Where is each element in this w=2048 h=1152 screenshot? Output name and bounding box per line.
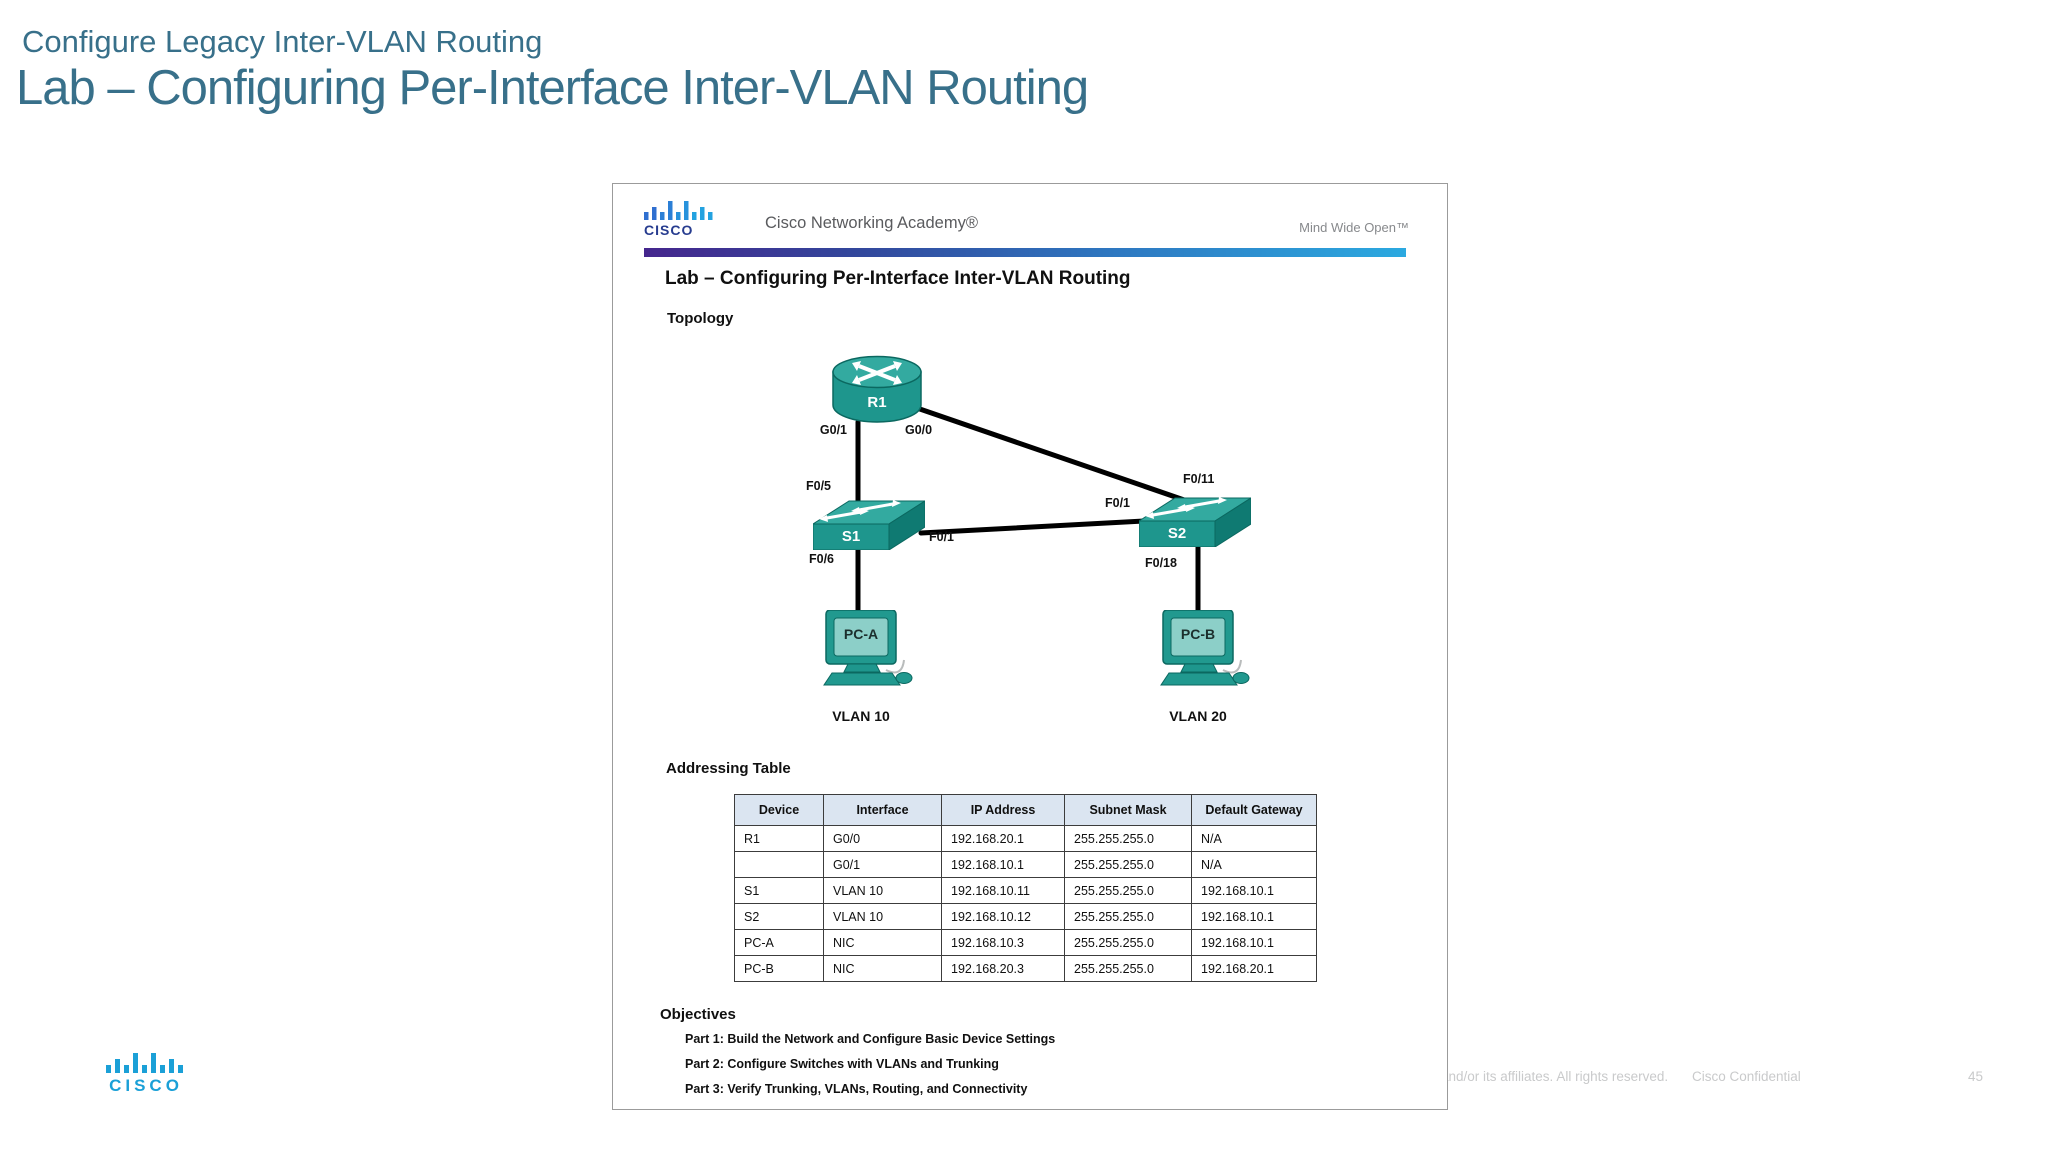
pc-a-label: PC-A — [843, 626, 879, 642]
header-gradient-bar — [644, 248, 1406, 257]
cell-interface: G0/0 — [823, 825, 942, 852]
pc-b-label: PC-B — [1180, 626, 1216, 642]
cell-mask: 255.255.255.0 — [1064, 877, 1192, 904]
table-row: R1 G0/0 192.168.20.1 255.255.255.0 N/A — [734, 825, 1317, 852]
cell-gateway: N/A — [1191, 825, 1317, 852]
cell-interface: G0/1 — [823, 851, 942, 878]
academy-brand-text: Cisco Networking Academy® — [765, 214, 978, 232]
pc-icon — [1160, 609, 1250, 686]
cisco-logo-word: CISCO — [109, 1076, 183, 1095]
table-header-row: Device Interface IP Address Subnet Mask … — [734, 794, 1317, 826]
cisco-bars-icon — [106, 1053, 183, 1073]
cell-interface: NIC — [823, 929, 942, 956]
col-header-mask: Subnet Mask — [1064, 794, 1192, 826]
cell-device: R1 — [734, 825, 824, 852]
vlan10-label: VLAN 10 — [832, 708, 890, 724]
document-title: Lab – Configuring Per-Interface Inter-VL… — [665, 268, 1131, 289]
section-heading-objectives: Objectives — [660, 1006, 736, 1023]
router-icon — [832, 355, 922, 423]
lab-document: CISCO Cisco Networking Academy® Mind Wid… — [612, 183, 1448, 1110]
cell-mask: 255.255.255.0 — [1064, 903, 1192, 930]
cell-interface: VLAN 10 — [823, 877, 942, 904]
link-s1-s2 — [918, 518, 1148, 536]
cell-ip: 192.168.10.11 — [941, 877, 1065, 904]
switch-icon — [811, 500, 927, 551]
iflabel-s2-f01: F0/1 — [1105, 496, 1131, 510]
cell-device: S1 — [734, 877, 824, 904]
topology-links — [855, 404, 1201, 631]
cell-device: PC-B — [734, 955, 824, 982]
slide-kicker: Configure Legacy Inter-VLAN Routing — [22, 24, 543, 59]
objective-part-1: Part 1: Build the Network and Configure … — [685, 1032, 1056, 1046]
pc-a: PC-A — [818, 609, 914, 688]
col-header-gateway: Default Gateway — [1191, 794, 1317, 826]
iflabel-s2-f011: F0/11 — [1183, 472, 1215, 486]
table-row: S2 VLAN 10 192.168.10.12 255.255.255.0 1… — [734, 903, 1317, 930]
cell-interface: VLAN 10 — [823, 903, 942, 930]
slide-title: Lab – Configuring Per-Interface Inter-VL… — [16, 61, 1089, 115]
cisco-header-logo-word: CISCO — [644, 222, 694, 238]
cell-gateway: 192.168.20.1 — [1191, 955, 1317, 982]
addressing-table: Device Interface IP Address Subnet Mask … — [734, 794, 1317, 982]
cell-mask: 255.255.255.0 — [1064, 929, 1192, 956]
cell-mask: 255.255.255.0 — [1064, 851, 1192, 878]
cell-gateway: N/A — [1191, 851, 1317, 878]
cell-ip: 192.168.10.1 — [941, 851, 1065, 878]
objective-part-2: Part 2: Configure Switches with VLANs an… — [685, 1057, 999, 1071]
table-row: PC-B NIC 192.168.20.3 255.255.255.0 192.… — [734, 955, 1317, 982]
cell-ip: 192.168.10.3 — [941, 929, 1065, 956]
cell-mask: 255.255.255.0 — [1064, 955, 1192, 982]
router-r1-label: R1 — [867, 394, 887, 411]
pc-icon — [823, 609, 913, 686]
iflabel-r1-g01: G0/1 — [819, 423, 847, 437]
cell-mask: 255.255.255.0 — [1064, 825, 1192, 852]
link-r1-s2 — [911, 404, 1193, 505]
cell-device: PC-A — [734, 929, 824, 956]
switch-s1: S1 — [811, 498, 927, 551]
vlan20-label: VLAN 20 — [1169, 708, 1227, 724]
router-r1: R1 — [827, 350, 927, 432]
section-heading-addressing-table: Addressing Table — [666, 760, 791, 777]
iflabel-s1-f06: F0/6 — [809, 552, 835, 566]
iflabel-s2-f018: F0/18 — [1145, 556, 1177, 570]
cell-ip: 192.168.20.1 — [941, 825, 1065, 852]
table-row: G0/1 192.168.10.1 255.255.255.0 N/A — [734, 851, 1317, 878]
cisco-header-bars-icon — [644, 201, 713, 220]
cell-device: S2 — [734, 903, 824, 930]
switch-s1-label: S1 — [841, 528, 861, 545]
switch-s2: S2 — [1137, 495, 1253, 548]
cell-ip: 192.168.10.12 — [941, 903, 1065, 930]
cisco-logo: CISCO — [106, 1050, 196, 1096]
table-row: S1 VLAN 10 192.168.10.11 255.255.255.0 1… — [734, 877, 1317, 904]
footer-confidential: Cisco Confidential — [1692, 1069, 1801, 1084]
col-header-interface: Interface — [823, 794, 942, 826]
iflabel-r1-g00: G0/0 — [905, 423, 933, 437]
cell-device — [734, 851, 824, 878]
cell-ip: 192.168.20.3 — [941, 955, 1065, 982]
cell-gateway: 192.168.10.1 — [1191, 903, 1317, 930]
iflabel-s1-f05: F0/5 — [806, 479, 832, 493]
cell-gateway: 192.168.10.1 — [1191, 929, 1317, 956]
objective-part-3: Part 3: Verify Trunking, VLANs, Routing,… — [685, 1082, 1028, 1096]
footer-page-number: 45 — [1968, 1069, 1984, 1084]
table-row: PC-A NIC 192.168.10.3 255.255.255.0 192.… — [734, 929, 1317, 956]
footer-copyright: and/or its affiliates. All rights reserv… — [1441, 1069, 1669, 1084]
brand-tagline: Mind Wide Open™ — [1299, 220, 1409, 235]
switch-s2-label: S2 — [1167, 525, 1187, 542]
iflabel-s1-f01: F0/1 — [929, 530, 955, 544]
cell-interface: NIC — [823, 955, 942, 982]
pc-b: PC-B — [1155, 609, 1251, 688]
col-header-ip: IP Address — [941, 794, 1065, 826]
section-heading-topology: Topology — [667, 310, 734, 327]
col-header-device: Device — [734, 794, 824, 826]
cell-gateway: 192.168.10.1 — [1191, 877, 1317, 904]
